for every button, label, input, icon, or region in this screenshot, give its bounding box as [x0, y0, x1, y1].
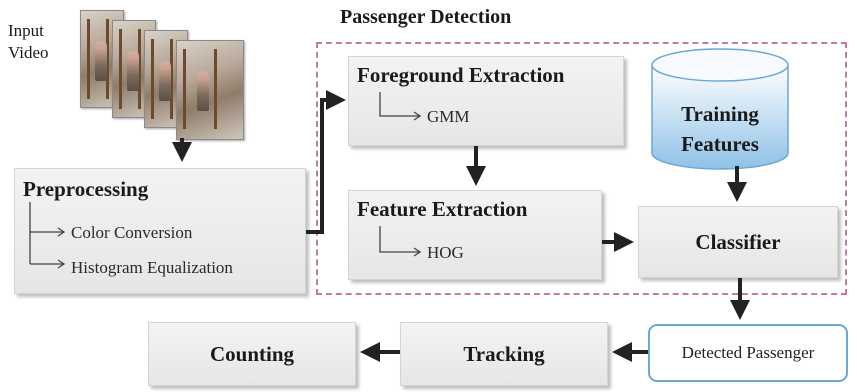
region-title: Passenger Detection — [340, 6, 512, 28]
classifier-box: Classifier — [638, 206, 838, 278]
preprocessing-bracket — [29, 202, 66, 269]
training-features-line1: Training — [681, 102, 759, 126]
classifier-label: Classifier — [695, 229, 781, 254]
training-features-line2: Features — [681, 132, 759, 156]
video-frame-4 — [176, 40, 244, 140]
preprocessing-item-histogram-equalization: Histogram Equalization — [71, 258, 233, 277]
detected-passenger-label: Detected Passenger — [681, 343, 815, 362]
foreground-extraction-title: Foreground Extraction — [357, 63, 565, 87]
detected-passenger-box: Detected Passenger — [648, 324, 848, 382]
counting-label: Counting — [209, 341, 295, 366]
preprocessing-item-color-conversion: Color Conversion — [71, 223, 193, 242]
feature-extraction-title: Feature Extraction — [357, 197, 528, 221]
input-video-label: Input Video — [8, 20, 49, 64]
database-cylinder-icon — [651, 48, 789, 170]
tracking-box: Tracking — [400, 322, 608, 386]
passenger-detection-region — [316, 42, 847, 295]
preprocessing-title: Preprocessing — [23, 177, 149, 201]
hog-bracket — [379, 226, 422, 257]
training-features-label: Training Features — [650, 99, 790, 159]
counting-box: Counting — [148, 322, 356, 386]
foreground-item-gmm: GMM — [427, 107, 470, 126]
input-video-line2: Video — [8, 43, 49, 62]
feature-item-hog: HOG — [427, 243, 464, 262]
tracking-label: Tracking — [463, 341, 545, 366]
input-video-line1: Input — [8, 21, 44, 40]
training-features-database: Training Features — [650, 47, 790, 171]
gmm-bracket — [379, 92, 422, 121]
feature-extraction-box: Feature Extraction HOG — [348, 190, 602, 280]
arrow-preprocessing-to-foreground — [306, 90, 346, 234]
foreground-extraction-box: Foreground Extraction GMM — [348, 56, 624, 146]
